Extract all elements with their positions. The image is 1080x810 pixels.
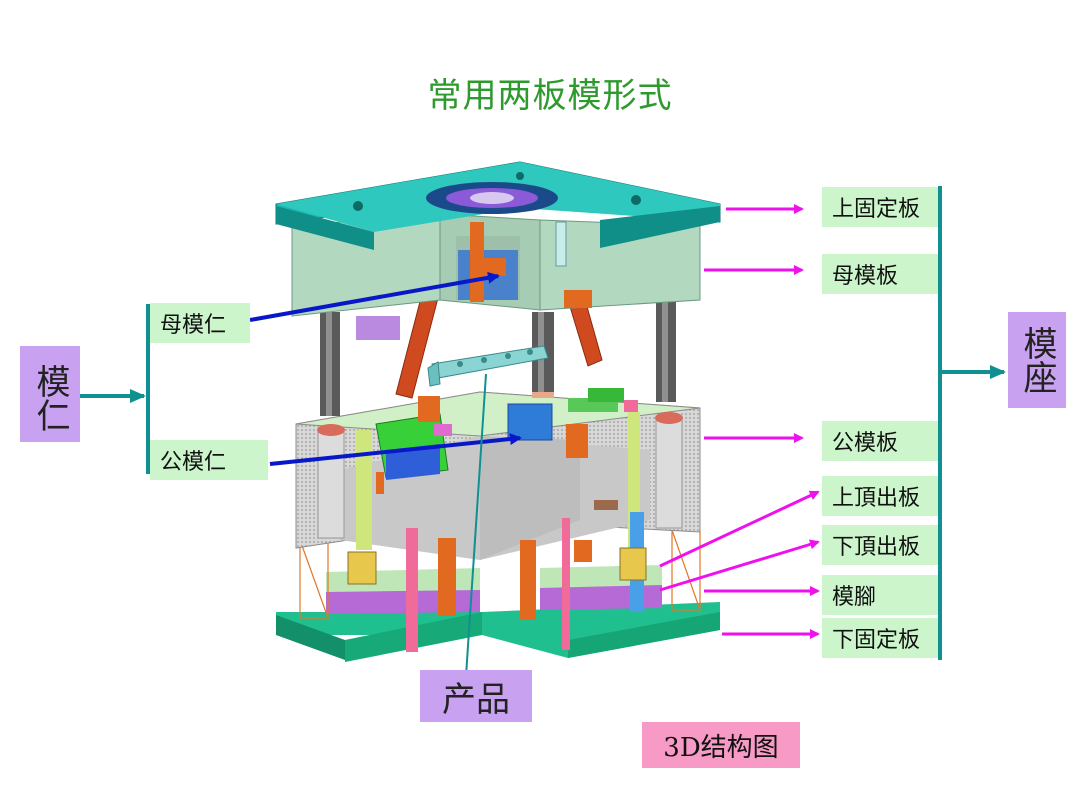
label-bottom-clamp-plate: 下固定板 xyxy=(822,618,938,658)
product-leader xyxy=(465,373,487,677)
mold-base-bracket xyxy=(938,186,1006,660)
bottom-clamp-plate xyxy=(276,602,720,662)
product-part xyxy=(427,345,549,387)
core-insert-shape xyxy=(375,388,638,480)
label-spacer-block: 模腳 xyxy=(822,575,938,615)
diagram-caption: 3D结构图 xyxy=(642,722,800,768)
label-top-clamp-plate: 上固定板 xyxy=(822,187,938,227)
core-pins xyxy=(317,412,683,652)
group-insert: 模仁 xyxy=(20,346,80,442)
top-clamp-plate xyxy=(275,161,721,250)
label-arrows xyxy=(659,204,820,639)
guide-pillars xyxy=(320,300,676,416)
product-label: 产品 xyxy=(420,670,532,722)
insert-arrows xyxy=(249,271,522,466)
page-title: 常用两板模形式 xyxy=(427,76,673,116)
label-lower-ejector-plate: 下頂出板 xyxy=(822,525,938,565)
label-cavity-insert: 母模仁 xyxy=(150,303,250,343)
cavity-plate xyxy=(291,213,701,340)
insert-bracket xyxy=(80,304,150,474)
label-core-plate: 公模板 xyxy=(822,421,938,461)
label-upper-ejector-plate: 上頂出板 xyxy=(822,476,938,516)
group-mold-base: 模座 xyxy=(1008,312,1066,408)
label-cavity-plate: 母模板 xyxy=(822,254,938,294)
label-core-insert: 公模仁 xyxy=(150,440,268,480)
